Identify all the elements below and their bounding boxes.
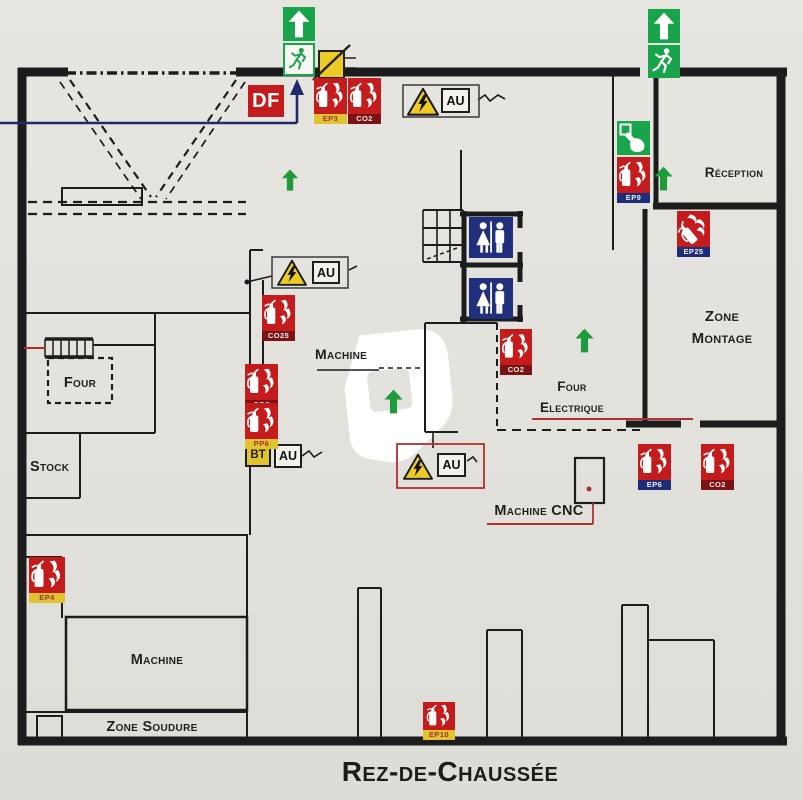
fire-extinguisher-icon: [701, 444, 734, 480]
lightning-warning-icon: [276, 259, 308, 287]
extinguisher-id-label: EP6: [638, 480, 671, 490]
fire-extinguisher-sign: EP6: [638, 444, 671, 490]
fire-extinguisher-sign: EP9: [617, 157, 650, 203]
extinguisher-id-label: EP3: [314, 114, 347, 124]
df-label: DF: [252, 89, 280, 112]
fire-extinguisher-icon: [262, 295, 295, 331]
fire-extinguisher-sign: CO2: [348, 78, 381, 124]
evacuation-arrow: [278, 165, 302, 195]
man-woman-restroom-icon: [469, 217, 513, 258]
lightning-warning-icon: [402, 453, 434, 481]
evacuation-arrow: [571, 324, 598, 357]
au-label: AU: [446, 93, 465, 108]
exit-up-arrow-sign: [648, 9, 680, 43]
fire-extinguisher-sign: EP10: [423, 702, 455, 740]
extinguisher-id-label: CO2: [500, 365, 532, 375]
extinguisher-id-label: CO2: [701, 480, 734, 490]
fire-extinguisher-sign: EP3: [314, 78, 347, 124]
fire-extinguisher-sign: CO2: [500, 329, 532, 375]
up-arrow-icon: [648, 9, 680, 43]
room-label-zone-soudure: Zone Soudure: [106, 719, 198, 735]
df-sign: DF: [248, 85, 284, 117]
room-label-reception: Réception: [704, 165, 764, 180]
room-label-machine-center: Machine: [315, 346, 368, 362]
fire-extinguisher-sign: EP25: [677, 211, 710, 257]
fire-extinguisher-icon: [677, 211, 710, 247]
room-label-machine-bottom: Machine: [130, 652, 184, 668]
running-man-icon: [285, 45, 313, 74]
restroom-sign: [469, 278, 513, 319]
fire-extinguisher-icon: [245, 403, 278, 439]
green-up-arrow-icon: [278, 165, 302, 195]
room-label-zone-montage: Zone Montage: [661, 306, 783, 350]
up-arrow-icon: [283, 7, 315, 41]
fire-extinguisher-icon: [245, 364, 278, 400]
fire-extinguisher-icon: [29, 557, 65, 593]
fire-extinguisher-icon: [617, 157, 650, 193]
extinguisher-id-label: CO2: [348, 114, 381, 124]
fire-extinguisher-icon: [314, 78, 347, 114]
au-emergency-stop-box: AU: [274, 444, 302, 468]
four-electrique-line1: Four: [557, 379, 587, 394]
electrical-hazard-sign: [276, 259, 308, 287]
fire-extinguisher-sign: PP6: [245, 403, 278, 449]
emergency-exit-sign: [648, 45, 680, 78]
au-label: AU: [316, 265, 336, 280]
lightning-warning-icon: [406, 87, 440, 117]
man-woman-restroom-icon: [469, 278, 513, 319]
manual-call-point-sign: [617, 121, 650, 155]
extinguisher-id-label: PP6: [245, 439, 278, 449]
electrical-hazard-sign: [402, 453, 434, 481]
bt-label: BT: [250, 448, 266, 461]
electrical-hazard-sign: [406, 87, 440, 117]
room-label-machine-cnc: Machine CNC: [494, 503, 584, 519]
plan-title: Rez-de-Chaussée: [341, 756, 559, 787]
fire-extinguisher-icon: [500, 329, 532, 365]
extinguisher-id-label: EP25: [677, 247, 710, 257]
green-up-arrow-icon: [571, 324, 598, 357]
emergency-exit-sign: [283, 43, 315, 76]
room-label-four: Four: [63, 375, 97, 391]
exit-up-arrow-sign: [283, 7, 315, 41]
zone-montage-line1: Zone: [704, 308, 740, 325]
extinguisher-id-label: EP4: [29, 593, 65, 603]
fire-extinguisher-icon: [638, 444, 671, 480]
zone-montage-line2: Montage: [691, 330, 753, 347]
fire-extinguisher-sign: CO2: [701, 444, 734, 490]
restroom-sign: [469, 217, 513, 258]
au-label: AU: [442, 458, 461, 472]
running-man-icon: [648, 45, 680, 78]
fire-extinguisher-icon: [423, 702, 455, 730]
hand-push-button-icon: [617, 121, 650, 155]
extinguisher-id-label: EP9: [617, 193, 650, 203]
fire-extinguisher-sign: EP4: [29, 557, 65, 603]
extinguisher-id-label: EP10: [423, 730, 455, 740]
au-emergency-stop-box: AU: [437, 453, 466, 477]
fire-extinguisher-icon: [348, 78, 381, 114]
four-electrique-line2: Electrique: [539, 400, 604, 415]
fire-extinguisher-sign: CO25: [262, 295, 295, 341]
evacuation-arrow: [380, 385, 407, 418]
extinguisher-id-label: CO25: [262, 331, 295, 341]
green-up-arrow-icon: [380, 385, 407, 418]
au-emergency-stop-box: AU: [441, 88, 470, 113]
au-emergency-stop-box: AU: [312, 261, 340, 284]
room-label-four-electrique: Four Electrique: [512, 376, 632, 418]
au-label: AU: [278, 449, 298, 463]
room-label-stock: Stock: [30, 459, 70, 475]
